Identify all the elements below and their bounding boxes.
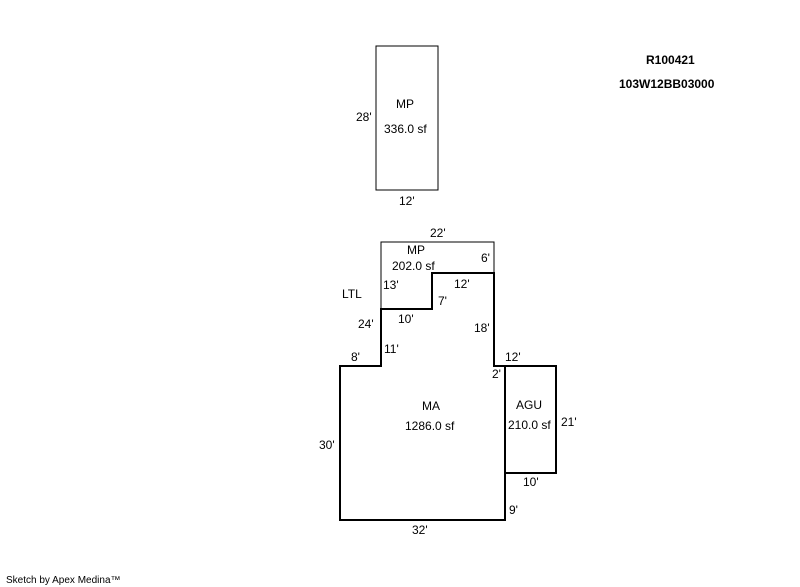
map-tax-lot: 103W12BB03000 <box>619 77 715 91</box>
agu-bottom-dim: 10' <box>523 475 539 489</box>
ma-code: MA <box>422 399 440 413</box>
ma-right-lower-dim: 9' <box>509 503 518 517</box>
agu-code: AGU <box>516 398 543 412</box>
ma-step-h2-dim: 8' <box>351 350 360 364</box>
ma-left-upper-dim: 24' <box>358 317 374 331</box>
agu-top-dim: 12' <box>505 350 521 364</box>
agu-area: 210.0 sf <box>508 418 551 432</box>
ma-right-upper-dim: 18' <box>474 321 490 335</box>
mp-detached-area: 336.0 sf <box>384 122 427 136</box>
mp-upper-right-dim: 6' <box>481 251 490 265</box>
ma-left-dim: 30' <box>319 438 335 452</box>
ma-right-step-dim: 2' <box>492 367 501 381</box>
ma-step-v1-dim: 7' <box>438 294 447 308</box>
ma-area: 1286.0 sf <box>405 419 455 433</box>
ma-step-h-dim: 10' <box>398 312 414 326</box>
mp-upper-area: 202.0 sf <box>392 259 435 273</box>
agu-right-dim: 21' <box>561 415 577 429</box>
ma-top-step-dim: 12' <box>454 277 470 291</box>
ma-left-lower-dim: 11' <box>384 342 399 356</box>
mp-detached-outline <box>375 45 439 191</box>
mp-upper-left-dim: 13' <box>383 278 399 292</box>
mp-detached-bottom-dim: 12' <box>399 194 415 208</box>
sketch-credit: Sketch by Apex Medina™ <box>6 575 121 586</box>
parcel-id: R100421 <box>646 53 695 67</box>
ltl-label: LTL <box>342 287 362 301</box>
ma-outline <box>339 272 506 521</box>
mp-detached-code: MP <box>396 97 414 111</box>
ma-bottom-dim: 32' <box>412 523 428 537</box>
mp-upper-outline <box>380 241 495 309</box>
agu-outline <box>504 365 557 474</box>
mp-upper-top-dim: 22' <box>430 226 446 240</box>
mp-detached-left-dim: 28' <box>356 110 372 124</box>
mp-upper-code: MP <box>407 243 425 257</box>
